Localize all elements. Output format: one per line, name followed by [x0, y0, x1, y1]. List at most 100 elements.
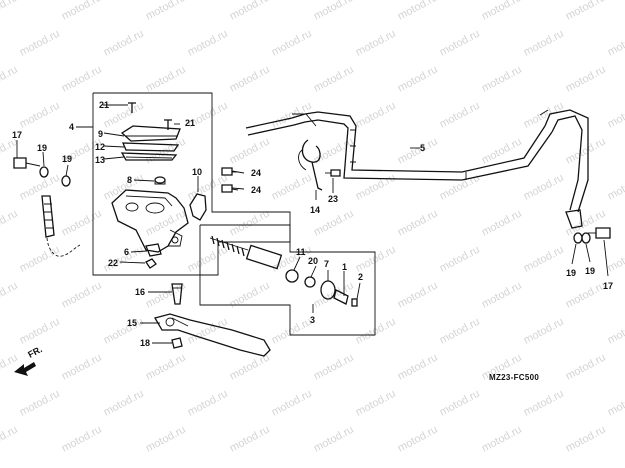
watermark-text: motod.ru [18, 100, 62, 131]
part-22-bolt [145, 258, 157, 269]
group-outline-3 [199, 224, 376, 336]
callout-18: 18 [140, 338, 150, 348]
watermark-text: motod.ru [186, 388, 230, 419]
master-cylinder-body [111, 189, 189, 253]
watermark-text: motod.ru [270, 388, 314, 419]
callout-19b: 19 [62, 154, 72, 164]
watermark-text: motod.ru [480, 136, 524, 167]
watermark-text: motod.ru [480, 280, 524, 311]
watermark-text: motod.ru [60, 64, 104, 95]
watermark-text: motod.ru [228, 424, 272, 455]
watermark-text: motod.ru [228, 64, 272, 95]
part-6-clamp [145, 243, 162, 257]
callout-2: 2 [358, 272, 363, 282]
callout-23: 23 [328, 194, 338, 204]
watermark-text: motod.ru [522, 100, 566, 131]
watermark-text: motod.ru [0, 208, 20, 239]
part-24-bolt-b [221, 184, 245, 193]
watermark-layer: motod.ru motod.ru motod.ru motod.ru motod.ru… [0, 0, 625, 455]
watermark-text: motod.ru [60, 280, 104, 311]
watermark-text: motod.ru [396, 64, 440, 95]
diagram-code: MZ23-FC500 [489, 373, 539, 382]
watermark-text: motod.ru [312, 424, 356, 455]
right-banjo-and-bolt [565, 209, 611, 244]
watermark-text: motod.ru [564, 0, 608, 23]
watermark-text: motod.ru [396, 208, 440, 239]
watermark-text: motod.ru [228, 136, 272, 167]
watermark-text: motod.ru [0, 424, 20, 455]
watermark-text: motod.ru [102, 388, 146, 419]
callout-13: 13 [95, 155, 105, 165]
watermark-text: motod.ru [438, 316, 482, 347]
watermark-text: motod.ru [0, 280, 20, 311]
watermark-text: motod.ru [312, 352, 356, 383]
part-23-bolt [325, 169, 341, 177]
watermark-text: motod.ru [522, 244, 566, 275]
clutch-hose-5 [245, 109, 589, 213]
part-18-nut [171, 337, 183, 349]
watermark-text: motod.ru [270, 316, 314, 347]
watermark-text: motod.ru [564, 136, 608, 167]
watermark-text: motod.ru [564, 280, 608, 311]
watermark-text: motod.ru [144, 64, 188, 95]
watermark-text: motod.ru [522, 28, 566, 59]
watermark-text: motod.ru [0, 0, 20, 23]
watermark-text: motod.ru [480, 424, 524, 455]
watermark-text: motod.ru [186, 28, 230, 59]
watermark-text: motod.ru [354, 388, 398, 419]
callout-12: 12 [95, 142, 105, 152]
direction-label: FR. [26, 344, 43, 360]
watermark-text: motod.ru [102, 172, 146, 203]
watermark-text: motod.ru [312, 64, 356, 95]
watermark-text: motod.ru [228, 280, 272, 311]
watermark-text: motod.ru [18, 316, 62, 347]
watermark-text: motod.ru [522, 388, 566, 419]
callout-14: 14 [310, 205, 320, 215]
watermark-text: motod.ru [60, 352, 104, 383]
callout-8: 8 [127, 175, 132, 185]
watermark-text: motod.ru [438, 28, 482, 59]
watermark-text: motod.ru [438, 100, 482, 131]
watermark-text: motod.ru [396, 0, 440, 23]
callout-11: 11 [296, 247, 306, 257]
watermark-text: motod.ru [354, 316, 398, 347]
watermark-text: motod.ru [312, 136, 356, 167]
part-21-screw-a [128, 102, 136, 113]
callout-15: 15 [127, 318, 137, 328]
callout-6: 6 [124, 247, 129, 257]
part-16-pivot-bolt [171, 283, 183, 305]
watermark-text: motod.ru [18, 388, 62, 419]
watermark-text: motod.ru [396, 280, 440, 311]
callout-24b: 24 [251, 185, 261, 195]
callout-16: 16 [135, 287, 145, 297]
callout-24a: 24 [251, 168, 261, 178]
watermark-text: motod.ru [522, 316, 566, 347]
callout-21a: 21 [99, 100, 109, 110]
reservoir-cap-parts [120, 125, 181, 161]
watermark-text: motod.ru [186, 244, 230, 275]
watermark-text: motod.ru [228, 0, 272, 23]
part-10-bracket [189, 193, 207, 221]
watermark-text: motod.ru [438, 388, 482, 419]
callout-10: 10 [192, 167, 202, 177]
watermark-text: motod.ru [438, 244, 482, 275]
watermark-text: motod.ru [18, 28, 62, 59]
watermark-text: motod.ru [60, 208, 104, 239]
watermark-text: motod.ru [606, 388, 625, 419]
callout-21b: 21 [185, 118, 195, 128]
watermark-text: motod.ru [0, 64, 20, 95]
callout-3: 3 [310, 315, 315, 325]
part-8-screw [154, 176, 166, 185]
watermark-text: motod.ru [102, 28, 146, 59]
watermark-text: motod.ru [354, 172, 398, 203]
watermark-text: motod.ru [564, 424, 608, 455]
watermark-text: motod.ru [18, 172, 62, 203]
watermark-text: motod.ru [144, 352, 188, 383]
watermark-text: motod.ru [18, 244, 62, 275]
part-21-screw-b [164, 119, 172, 130]
watermark-text: motod.ru [354, 28, 398, 59]
spring-and-piston-set [209, 235, 358, 307]
watermark-text: motod.ru [606, 316, 625, 347]
watermark-text: motod.ru [564, 64, 608, 95]
